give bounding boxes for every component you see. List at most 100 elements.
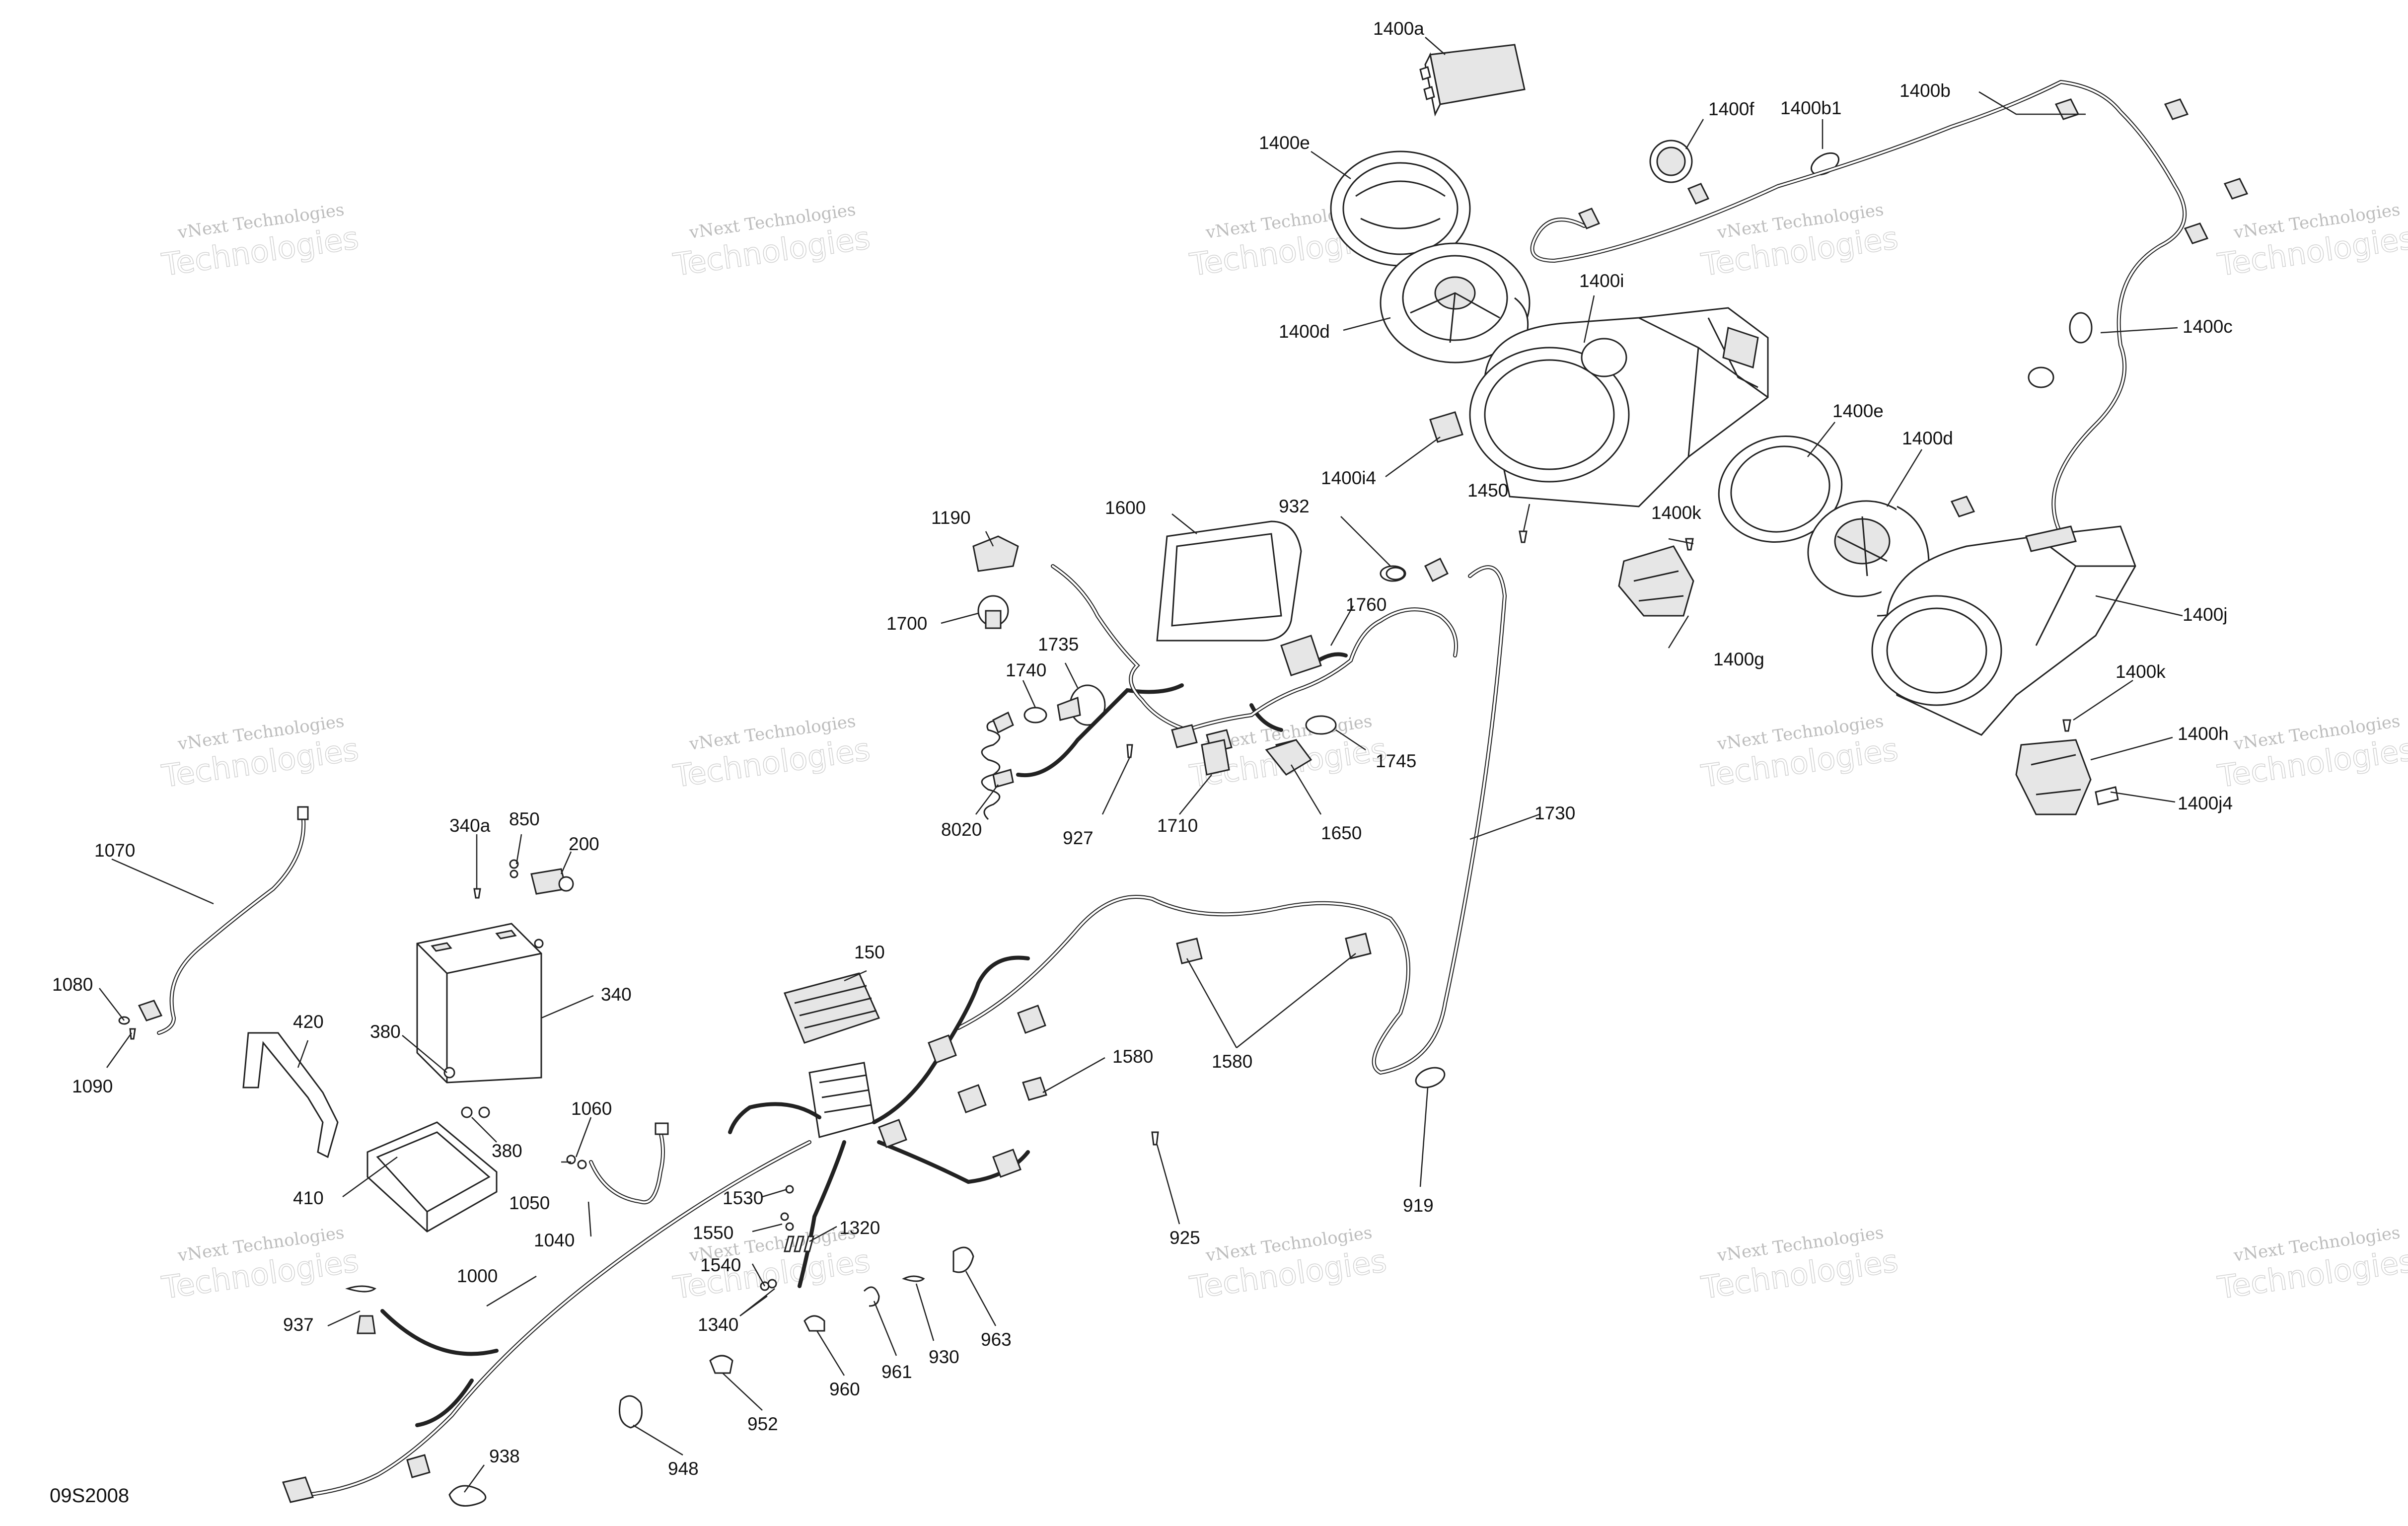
ground-cable-part [589, 1122, 669, 1205]
fastener-1530-part [785, 1185, 794, 1194]
cable-tie-948-part [619, 1395, 643, 1429]
callout-200: 200 [569, 834, 599, 854]
battery-part [416, 923, 542, 1084]
callout-927: 927 [1063, 828, 1094, 848]
callout-952: 952 [747, 1414, 778, 1434]
callout-1400f: 1400f [1708, 99, 1754, 119]
callout-1450: 1450 [1467, 480, 1508, 501]
callout-963: 963 [981, 1329, 1012, 1350]
callout-1400d: 1400d [1279, 321, 1330, 342]
callout-948: 948 [668, 1458, 699, 1479]
callout-1040: 1040 [534, 1230, 575, 1250]
watermark: vNext Technologies Technologies [159, 200, 361, 283]
screw-925-part [1151, 1131, 1159, 1146]
fuse-1540-part [760, 1279, 777, 1291]
callout-340: 340 [601, 984, 632, 1005]
watermark: vNext Technologies Technologies [1698, 711, 1900, 795]
watermark: vNext Technologies Technologies [670, 200, 873, 283]
relay-200-part [530, 868, 574, 895]
callout-1400k: 1400k [1651, 503, 1701, 523]
nut-380-part [443, 1067, 490, 1118]
cable-tie-960-part [803, 1315, 825, 1332]
parts-layer [118, 44, 2249, 1507]
callout-1190: 1190 [931, 508, 971, 528]
callout-960: 960 [829, 1379, 860, 1399]
callout-1400g: 1400g [1713, 649, 1764, 669]
watermark: vNext Technologies Technologies [670, 711, 873, 795]
display-cluster-part [1156, 520, 1302, 642]
watermark: vNext Technologies Technologies [1187, 1223, 1389, 1306]
callout-1400e-right: 1400e [1832, 401, 1884, 421]
speaker-pod-left-part [1469, 307, 1769, 508]
watermark: vNext Technologies Technologies [2215, 711, 2408, 795]
callout-1400b: 1400b [1899, 80, 1951, 101]
callout-1400h: 1400h [2178, 724, 2229, 744]
callout-1600: 1600 [1105, 498, 1146, 518]
battery-strap-part [242, 1032, 339, 1159]
callout-1080: 1080 [52, 974, 93, 995]
callout-1730: 1730 [1534, 803, 1575, 823]
fastener-1550-part [780, 1212, 794, 1231]
terminal-927-part [1126, 744, 1133, 758]
callout-1400b1: 1400b1 [1780, 98, 1841, 118]
speaker-harness-part [1530, 79, 2249, 606]
round-sensor-part [1649, 140, 1693, 183]
callout-1400i: 1400i [1579, 271, 1624, 291]
nut-340-part [534, 939, 544, 948]
callout-1580: 1580 [1112, 1046, 1153, 1067]
battery-tray-part [366, 1121, 498, 1233]
switch-1700-part [977, 595, 1009, 629]
callout-925: 925 [1169, 1228, 1200, 1248]
figure-id: 09S2008 [50, 1485, 129, 1507]
callout-1710: 1710 [1157, 815, 1198, 836]
watermark: vNext Technologies Technologies [1698, 1223, 1900, 1306]
watermark: vNext Technologies Technologies [1698, 200, 1900, 283]
callout-340a: 340a [449, 815, 491, 836]
callout-1060: 1060 [571, 1098, 612, 1119]
cable-tie-952-part [709, 1355, 733, 1374]
nut-850-part [509, 859, 519, 878]
callout-1050: 1050 [509, 1193, 550, 1213]
callout-1745: 1745 [1376, 751, 1416, 771]
callout-1400d-right: 1400d [1902, 428, 1953, 448]
callout-1700: 1700 [886, 613, 927, 634]
callout-1400a: 1400a [1373, 18, 1424, 39]
callout-420: 420 [293, 1012, 324, 1032]
leader-lines [99, 37, 2183, 1493]
coiled-cord-part [981, 711, 1014, 820]
control-module-part [1419, 44, 1526, 117]
clamp-1740-part [1023, 707, 1047, 724]
cable-tie-961-part [863, 1286, 880, 1307]
callout-1340: 1340 [698, 1314, 738, 1335]
callout-labels: 1400a 1400b 1400b1 1400f 1400e 1400d 140… [50, 18, 2233, 1507]
watermark: vNext Technologies Technologies [2215, 200, 2408, 283]
callout-410: 410 [293, 1188, 324, 1208]
bezel-ring-part [1330, 150, 1471, 267]
callout-930: 930 [929, 1347, 959, 1367]
screw-top-part [1685, 538, 1694, 551]
callout-1400j4: 1400j4 [2178, 793, 2233, 813]
cable-tie-963-part [952, 1246, 974, 1273]
bracket-932-part [1386, 567, 1405, 581]
tweeter-housing-part [2015, 739, 2119, 815]
callout-1400c: 1400c [2183, 316, 2233, 337]
callout-919: 919 [1403, 1195, 1434, 1216]
watermark: vNext Technologies Technologies [159, 711, 361, 795]
clamp-1745-part [1305, 715, 1337, 735]
screw-part [1519, 530, 1528, 543]
watermark: vNext Technologies Technologies [2215, 1223, 2408, 1306]
callout-961: 961 [881, 1362, 912, 1382]
tweeter-part [1618, 545, 1694, 617]
watermark: vNext Technologies Technologies [159, 1223, 361, 1306]
callout-937: 937 [283, 1314, 314, 1335]
horn-part [1057, 684, 1106, 726]
callout-1550: 1550 [693, 1223, 733, 1243]
connector-1650-part [1265, 739, 1313, 776]
callout-932: 932 [1279, 496, 1310, 516]
fuse-box-part [808, 1062, 875, 1138]
grommet-937-part [345, 1285, 376, 1334]
cable-tie-938-part [448, 1485, 487, 1507]
foam-pad-part [1429, 411, 1463, 443]
callout-1000: 1000 [457, 1266, 498, 1286]
